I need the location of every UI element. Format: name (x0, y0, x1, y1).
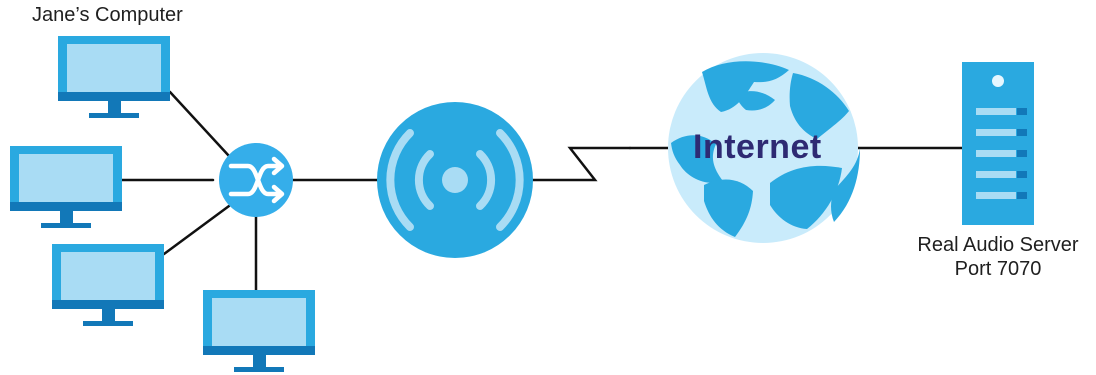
monitor-display-icon (67, 44, 161, 92)
server-status-dot-icon (992, 75, 1004, 87)
wireless-wave-icon (386, 129, 524, 231)
wireless-icon[interactable] (377, 102, 533, 258)
server-drive-bays-icon (976, 108, 1027, 199)
monitor-neck-icon (108, 101, 121, 113)
link-wireless-internet-wan (531, 146, 632, 182)
janes-computer-label: Jane’s Computer (32, 4, 183, 26)
link-janes-computer-switch (168, 90, 231, 158)
monitor-neck-icon (253, 355, 266, 367)
monitor-bezel-icon (58, 92, 170, 101)
monitor-display-icon (212, 298, 306, 346)
internet-label: Internet (693, 128, 822, 166)
monitor-base-icon (234, 367, 284, 372)
left-computer[interactable] (10, 146, 122, 228)
switch-icon[interactable] (219, 143, 293, 217)
monitor-neck-icon (60, 211, 73, 223)
monitor-base-icon (83, 321, 133, 326)
server-label-line-2: Port 7070 (954, 258, 1042, 280)
wireless-center-dot-icon (442, 167, 468, 193)
server-label-line-1: Real Audio Server (917, 234, 1079, 256)
janes-computer[interactable] (58, 36, 170, 118)
link-lower-left-computer-switch (162, 204, 231, 256)
globe-continents-icon (671, 61, 860, 237)
monitor-neck-icon (102, 309, 115, 321)
connection-lines (119, 90, 964, 292)
switch-arrows-icon (228, 156, 285, 204)
monitor-base-icon (41, 223, 91, 228)
globe-icon[interactable] (668, 53, 860, 243)
monitor-bezel-icon (10, 202, 122, 211)
monitor-display-icon (19, 154, 113, 202)
monitor-bezel-icon (203, 346, 315, 355)
lower-left-computer[interactable] (52, 244, 164, 326)
monitor-base-icon (89, 113, 139, 118)
monitor-bezel-icon (52, 300, 164, 309)
server-icon[interactable] (962, 62, 1034, 225)
bottom-computer[interactable] (203, 290, 315, 372)
monitor-display-icon (61, 252, 155, 300)
